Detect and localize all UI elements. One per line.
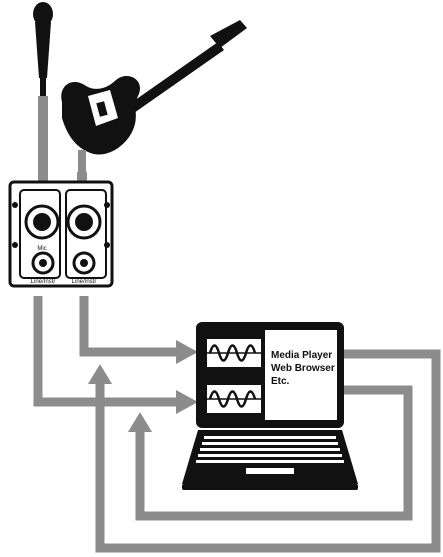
app-line-web-browser: Web Browser xyxy=(271,363,335,374)
line-instr-label-1: Line/Instr xyxy=(31,279,56,285)
laptop-icon: Media Player Web Browser Etc. xyxy=(182,322,358,490)
mic-input-label: Mic xyxy=(37,246,46,252)
interface-to-laptop-cables xyxy=(38,296,180,402)
microphone-icon xyxy=(33,2,53,96)
audio-interface-icon: Mic Line/Instr Line/Instr xyxy=(10,182,112,286)
line-instr-label-2: Line/Instr xyxy=(72,279,97,285)
waveform-icon xyxy=(206,338,262,368)
app-line-media-player: Media Player xyxy=(271,350,332,361)
app-line-etc: Etc. xyxy=(271,376,290,387)
waveform-icon xyxy=(206,384,262,414)
input-arrowheads xyxy=(176,340,198,414)
